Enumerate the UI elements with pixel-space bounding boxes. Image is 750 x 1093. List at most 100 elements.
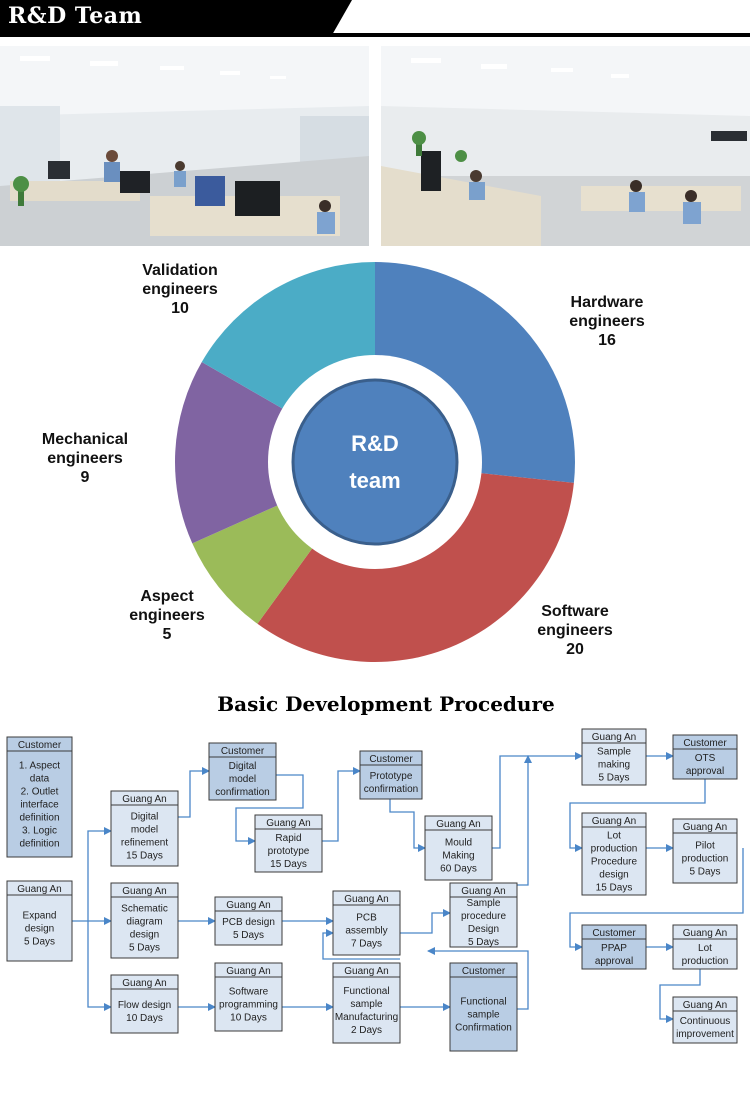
flow-node-text: Functional [460, 997, 506, 1008]
flow-node-box [6, 736, 73, 858]
flow-arrow-21 [659, 969, 701, 1023]
flow-node-header: Guang An [226, 966, 270, 977]
center-disc [291, 378, 459, 546]
flow-node-text: 60 Days [440, 864, 477, 875]
flow-node-text: Lot [607, 831, 621, 842]
flow-node-box [672, 924, 738, 970]
flow-node-text: diagram [126, 917, 162, 928]
flow-arrow-14 [400, 909, 451, 934]
flow-node-text: 3. Logic [22, 826, 57, 837]
flow-node-text: definition [19, 839, 59, 850]
flow-node-text: 5 Days [468, 937, 499, 948]
header-rule [330, 33, 750, 37]
flow-node-text: making [598, 760, 630, 771]
pie-label-4-1: engineers [142, 281, 218, 298]
flow-arrow-2 [87, 921, 112, 1011]
pie-label-2-2: 5 [163, 626, 172, 643]
flow-node-header: Guang An [436, 819, 480, 830]
flow-node-text: PCB [356, 913, 377, 924]
flow-arrow-13 [322, 929, 400, 960]
flow-node-box [110, 882, 179, 959]
flow-node-box [672, 818, 738, 884]
flow-node-text: 15 Days [270, 859, 307, 870]
flow-node-text: 5 Days [24, 937, 55, 948]
flow-node-box [449, 882, 518, 948]
flow-node-header: Guang An [683, 822, 727, 833]
flow-node-box [581, 924, 647, 970]
flow-arrow-19 [569, 848, 744, 951]
flow-node-text: 15 Days [596, 883, 633, 894]
flow-node-header: Guang An [226, 900, 270, 911]
pie-label-0-2: 16 [598, 332, 616, 349]
flow-node-box [254, 814, 323, 873]
flow-node-box [672, 996, 738, 1044]
flow-node-text: Sample [467, 898, 501, 909]
header-title: R&D Team [8, 3, 143, 29]
center-label-line-2: team [349, 468, 400, 493]
flow-node-header: Guang An [266, 818, 310, 829]
flow-node-text: approval [686, 766, 724, 777]
flow-node-text: assembly [345, 926, 387, 937]
office-photo-1 [0, 46, 369, 246]
flow-node-text: interface [20, 800, 59, 811]
flow-node-text: 5 Days [129, 943, 160, 954]
flow-node-text: 10 Days [126, 1013, 163, 1024]
flow-arrow-5 [322, 767, 361, 842]
pie-label-2-0: Aspect [140, 588, 194, 605]
flow-node-text: Expand [23, 911, 57, 922]
flow-node-text: procedure [461, 911, 506, 922]
flow-node-header: Guang An [344, 894, 388, 905]
flow-node-text: 2. Outlet [21, 787, 59, 798]
flow-node-text: model [229, 774, 256, 785]
flow-node-text: 5 Days [689, 867, 720, 878]
flow-node-text: model [131, 825, 158, 836]
flow-node-box [110, 974, 179, 1034]
pie-label-0-1: engineers [569, 313, 645, 330]
flow-node-text: PPAP [601, 943, 627, 954]
flow-node-header: Guang An [122, 886, 166, 897]
header-banner [0, 0, 352, 37]
flow-node-text: Continuous [680, 1016, 731, 1027]
flow-node-text: 5 Days [598, 773, 629, 784]
pie-label-1-1: engineers [537, 622, 613, 639]
flow-node-text: improvement [676, 1029, 734, 1040]
flow-node-box [332, 890, 401, 956]
flow-node-text: confirmation [364, 784, 418, 795]
pie-label-4-0: Validation [142, 262, 218, 279]
flow-node-text: sample [350, 999, 383, 1010]
flow-node-text: production [682, 854, 729, 865]
flow-arrow-12 [492, 752, 583, 849]
flow-node-box [208, 742, 277, 801]
pie-label-2-1: engineers [129, 607, 205, 624]
flow-node-text: Sample [597, 747, 631, 758]
center-label-line-1: R&D [351, 431, 399, 456]
pie-label-0-0: Hardware [571, 294, 644, 311]
office-photo-2 [381, 46, 750, 246]
flow-node-header: Guang An [17, 884, 61, 895]
flow-node-box [214, 962, 283, 1032]
flow-node-header: Customer [462, 966, 506, 977]
flow-node-text: Making [442, 851, 474, 862]
flow-node-box [6, 880, 73, 962]
flow-node-text: data [30, 774, 50, 785]
flow-node-text: Software [229, 987, 269, 998]
flow-node-text: OTS [695, 753, 716, 764]
flow-arrow-17 [569, 779, 706, 852]
flow-node-text: design [599, 870, 628, 881]
flow-node-box [581, 728, 647, 786]
flow-node-header: Customer [221, 746, 265, 757]
flow-node-text: Schematic [121, 904, 168, 915]
